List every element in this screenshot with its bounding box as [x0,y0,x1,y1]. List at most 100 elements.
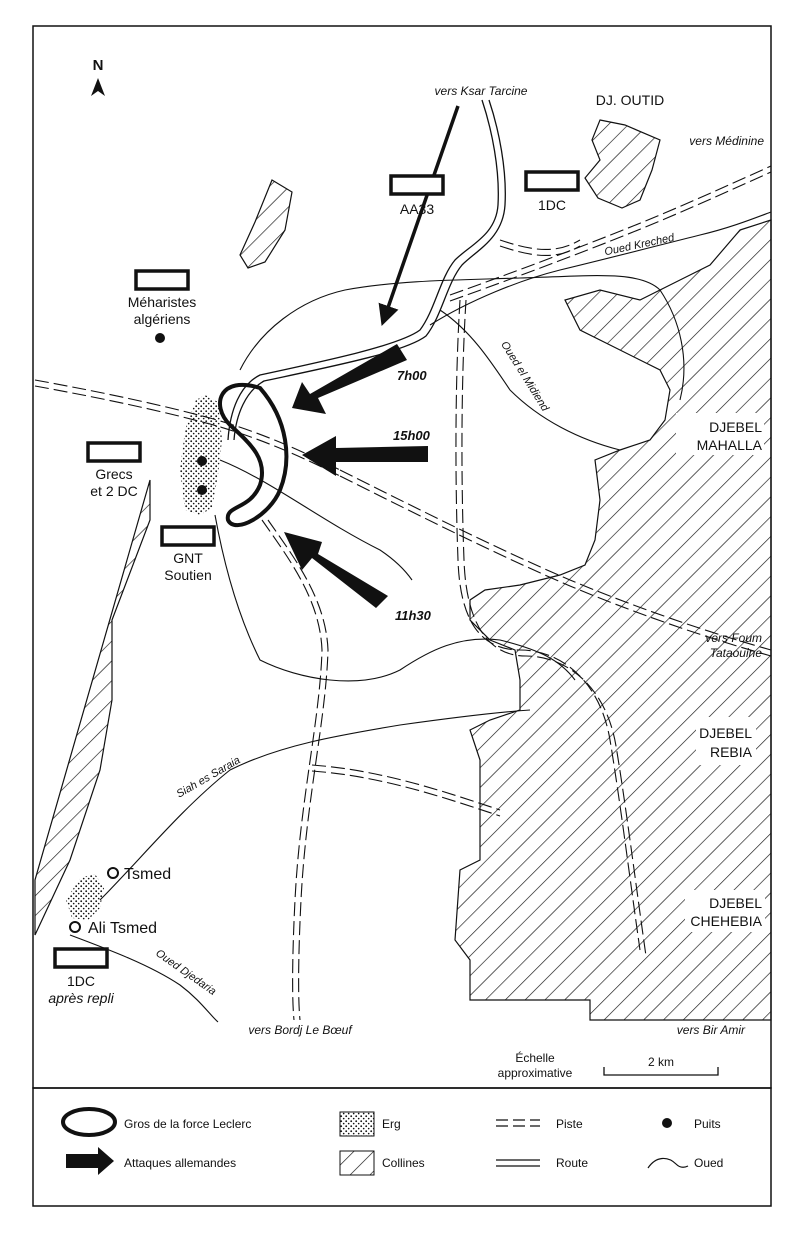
legend-piste-symbol [496,1119,540,1127]
oued-west-branch [219,459,413,581]
well-meharistes [155,333,165,343]
erg-tsmed [66,874,104,920]
label-15h00: 15h00 [393,428,431,443]
leclerc-force [218,382,289,528]
label-bg-outid [588,88,670,110]
piste-bordj [261,519,329,1021]
scale-title-2: approximative [498,1066,573,1080]
unit-aa33-box [389,174,445,196]
legend-erg-label: Erg [382,1117,401,1131]
label-1dc-top: 1DC [538,197,566,213]
label-vers-ksar-tarcine: vers Ksar Tarcine [435,84,528,98]
legend-route-label: Route [556,1156,588,1170]
label-vers-bordj: vers Bordj Le Bœuf [248,1023,353,1037]
legend-oued-symbol [647,1157,689,1169]
legend-oued-label: Oued [694,1156,723,1170]
attack-15h00 [302,436,428,476]
label-grecs-1: Grecs [95,466,132,482]
label-meharistes-2: algériens [134,311,191,327]
label-aa33: AA33 [400,201,434,217]
label-djebel-rebia-1: DJEBEL [699,725,752,741]
attack-labels: 7h00 15h00 11h30 [393,368,432,623]
label-tsmed: Tsmed [124,866,171,883]
piste-west [34,379,341,477]
label-7h00: 7h00 [397,368,427,383]
label-gnt-2: Soutien [164,567,211,583]
legend-collines-label: Collines [382,1156,425,1170]
german-attacks [284,344,428,608]
label-1dc-bottom-2: après repli [48,990,114,1006]
piste-medinine [449,165,772,302]
hill-west-ridge [34,479,151,936]
label-djebel-chehebia-2: CHEHEBIA [690,913,762,929]
well-erg-2 [197,485,207,495]
attack-7h00 [292,344,407,414]
oued-djedaria [69,934,219,1023]
label-djebel-chehebia-1: DJEBEL [709,895,762,911]
label-bg-mahalla [676,413,764,455]
aa33-arrow [378,105,460,326]
north-label: N [93,57,104,74]
piste-north-link [499,239,581,256]
legend-attacks-label: Attaques allemandes [124,1156,236,1170]
label-siah-es-saraia: Siah es Saraia [175,754,243,800]
label-djebel-rebia-2: REBIA [710,744,753,760]
label-oued-kreched: Oued Kreched [603,232,676,259]
tsmed-marker [107,867,119,879]
ali-tsmed-marker [69,921,81,933]
unit-1dc-top-box [524,170,580,192]
label-vers-bir-amir: vers Bir Amir [677,1023,746,1037]
scale-bar [603,1067,719,1076]
erg-areas [66,395,222,920]
legend-piste-label: Piste [556,1117,583,1131]
label-11h30: 11h30 [395,608,432,623]
label-1dc-bottom-1: 1DC [67,973,95,989]
legend-erg-symbol [339,1111,375,1137]
attack-11h30 [284,532,388,608]
scale: Échelle approximative 2 km [498,1050,719,1080]
label-dj-outid: DJ. OUTID [596,92,664,108]
unit-gnt-box [160,525,216,547]
route-ksar-tarcine [227,99,506,441]
oueds [69,211,772,1023]
scale-value: 2 km [648,1055,674,1069]
scale-title-1: Échelle [515,1050,555,1065]
label-gnt-1: GNT [173,550,203,566]
label-meharistes-1: Méharistes [128,294,196,310]
wells [155,333,207,495]
label-grecs-2: et 2 DC [90,483,137,499]
pistes [34,165,772,1021]
piste-central-south [455,299,647,957]
legend-frame [32,1087,772,1207]
label-vers-medinine: vers Médinine [689,134,764,148]
label-vers-foum-2: Tataouine [710,646,763,660]
unit-1dc-bottom-box [53,947,109,969]
label-vers-foum-1: vers Foum [705,631,762,645]
label-bg-rebia [696,717,756,765]
well-erg-1 [197,456,207,466]
unit-meharistes-box [134,269,190,291]
hill-northwest [239,179,293,269]
legend-route-symbol [496,1159,540,1167]
erg-main [180,395,222,515]
unit-grecs-box [86,441,142,463]
oued-basin [239,275,685,401]
legend-attack-symbol [66,1147,114,1175]
legend-puits-symbol [662,1118,672,1128]
label-djebel-mahalla-2: MAHALLA [697,437,763,453]
oued-kreched [429,211,772,326]
legend: Gros de la force Leclerc Attaques allema… [61,1107,723,1176]
unit-labels: AA33 1DC Méharistes algériens Grecs et 2… [48,197,566,1006]
unit-boxes [53,170,580,969]
oued-el-midiend [439,309,621,451]
legend-collines-symbol [339,1150,375,1176]
piste-east [339,469,772,657]
piste-south-link [311,764,501,817]
oued-siah-es-saraia [99,709,531,901]
hill-dj-outid [584,119,661,209]
legend-force-symbol [61,1107,117,1137]
oued-basin-south [214,514,576,682]
north-arrow: N [91,57,105,96]
label-bg-chehebia [685,890,765,932]
